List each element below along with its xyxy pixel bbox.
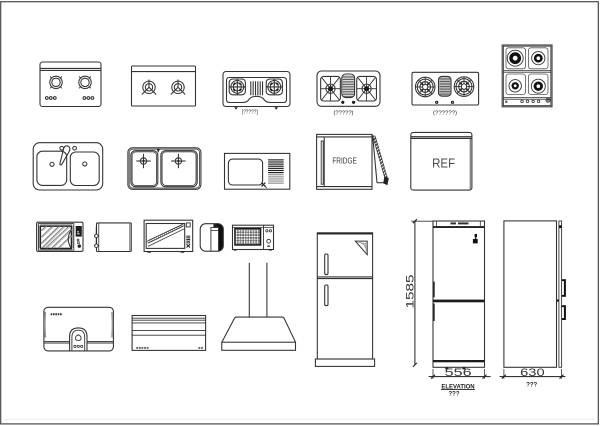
svg-text:(??????): (??????): [433, 110, 457, 116]
svg-text:ELEVATION: ELEVATION: [441, 383, 475, 390]
svg-text:556: 556: [445, 367, 472, 379]
svg-text:???: ???: [449, 392, 460, 398]
svg-text:(?????): (?????): [334, 110, 354, 116]
svg-text:FRIDGE: FRIDGE: [332, 157, 357, 166]
svg-text:630: 630: [520, 367, 545, 379]
svg-text:REF: REF: [432, 155, 455, 170]
svg-text:???: ???: [526, 382, 537, 388]
svg-text:1585: 1585: [405, 275, 417, 309]
svg-text:[?????]: [?????]: [242, 109, 258, 115]
